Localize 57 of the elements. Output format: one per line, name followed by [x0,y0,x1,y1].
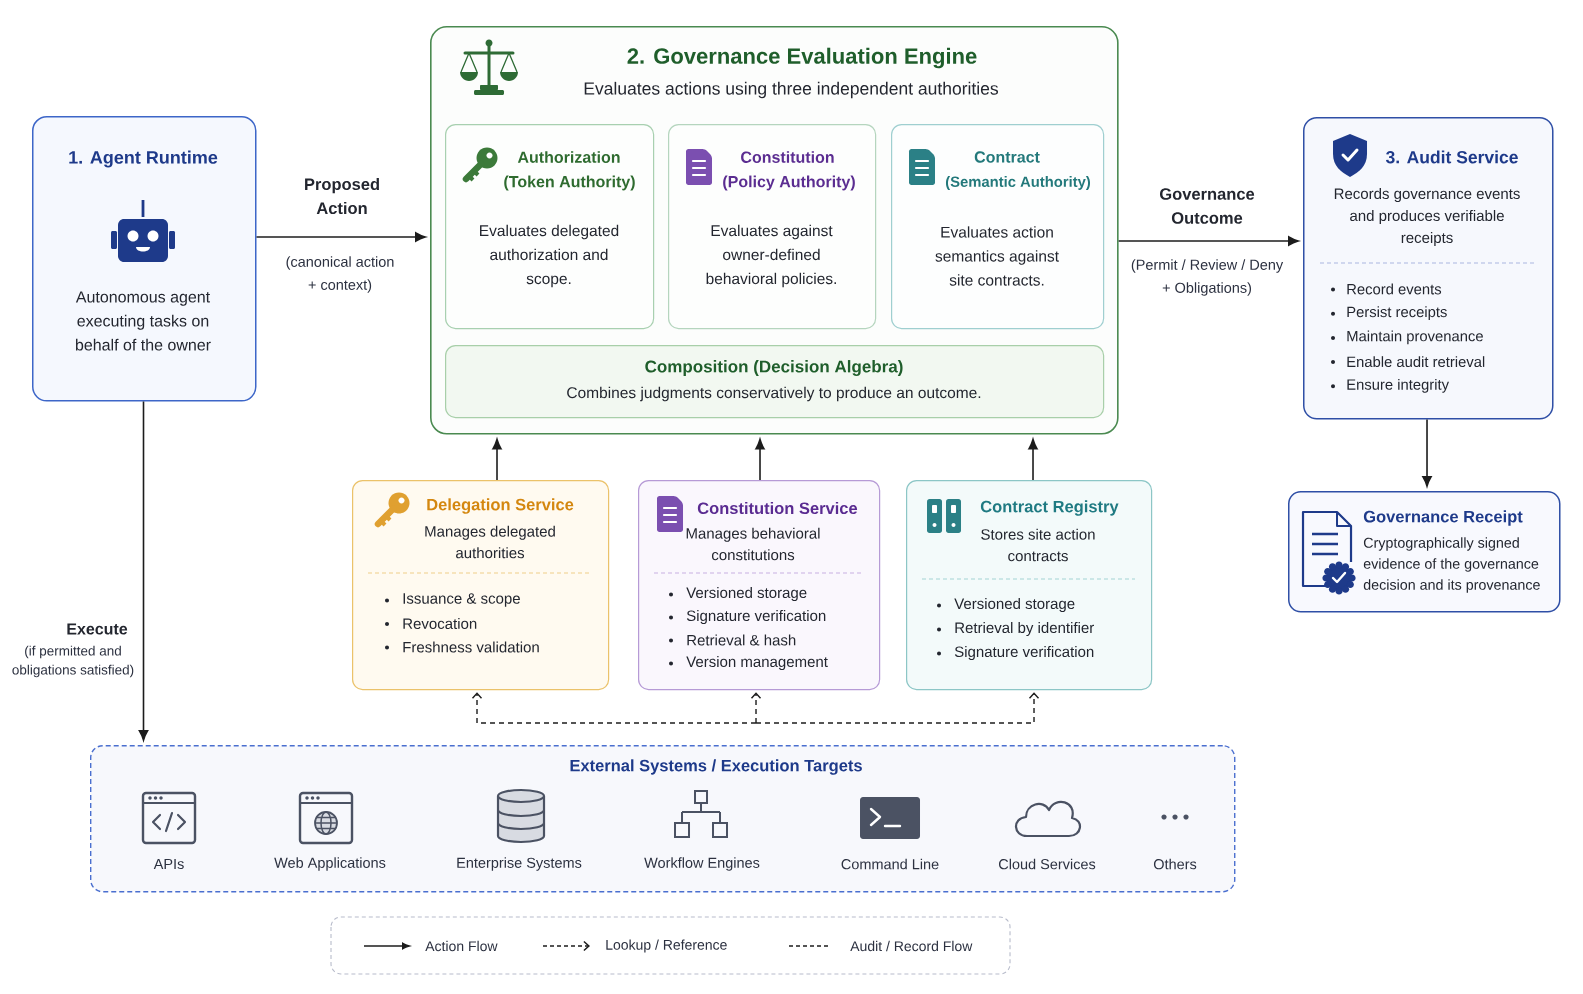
list-item: Signature verification [686,610,826,624]
list-item: Ensure integrity [1347,378,1449,393]
card-title: Contract Registry [980,500,1119,516]
description: Stores site action contracts [981,528,1095,562]
description: Cryptographically signed evidence of the governance decision and its provenance [1363,537,1540,593]
note: (Permit / Review / Deny + Obligations) [1131,259,1284,296]
edge-label: Governance Outcome [1158,187,1256,225]
card-title: Constitution Service [697,501,858,515]
list-item: Versioned storage [686,587,807,601]
list-item: Persist receipts [1347,306,1447,321]
legend-label: Action Flow [425,940,498,952]
list-item: Signature verification [954,646,1094,660]
list-item: Enable audit retrieval [1347,356,1485,368]
list-item: Version management [686,656,828,670]
caption: Others [1153,858,1197,870]
card-title: Delegation Service [427,498,574,514]
note: (if permitted and obligations satisfied) [12,645,134,678]
list-item: Maintain provenance [1347,330,1483,345]
legend-label: Audit / Record Flow [850,940,973,952]
caption: APIs [153,858,184,870]
note: (canonical action + context) [286,256,394,293]
card-subtitle: (Policy Authority) [723,175,855,191]
panel-title: 1. Agent Runtime [69,150,218,168]
card-subtitle: (Semantic Authority) [945,176,1091,190]
description: Evaluates action semantics against site contracts. [935,226,1059,286]
list-item: Issuance & scope [403,593,520,607]
list-item: Retrieval & hash [687,634,796,646]
legend-label: Lookup / Reference [606,939,727,953]
list-item: Record events [1347,283,1442,295]
card-subtitle: (Token Authority) [504,175,635,191]
description: Evaluates against owner-defined behavioral policies. [706,224,836,288]
caption: Cloud Services [999,858,1096,870]
caption: Enterprise Systems [457,857,582,871]
card-title: Constitution [741,151,834,163]
description: Combines judgments conservatively to produce an outcome. [567,386,981,402]
description: Records governance events and produces verifiable receipts [1334,188,1520,246]
edge-label: Proposed Action [302,176,382,216]
caption: Workflow Engines [644,857,760,871]
subtitle: Evaluates actions using three independent authorities [584,81,998,99]
description: Evaluates delegated authorization and scope. [480,224,619,288]
panel-title: Governance Receipt [1363,510,1523,526]
panel-title: 3. Audit Service [1385,150,1518,164]
list-item: Retrieval by identifier [955,622,1094,636]
edge-label: Execute [65,622,129,636]
description: Autonomous agent executing tasks on behalf of the owner [75,291,211,351]
description: Manages delegated authorities [425,525,555,559]
list-item: Versioned storage [954,598,1075,612]
banner-title: Composition (Decision Algebra) [645,360,903,376]
list-item: Revocation [403,618,477,629]
card-title: Authorization [517,151,620,163]
caption: Command Line [841,858,939,870]
caption: Web Applications [274,857,386,871]
description: Manages behavioral constitutions [686,527,820,561]
panel-title: 2. Governance Evaluation Engine [627,47,977,69]
card-title: Contract [974,151,1040,163]
list-item: Freshness validation [403,641,539,653]
panel-title: External Systems / Execution Targets [570,759,862,775]
